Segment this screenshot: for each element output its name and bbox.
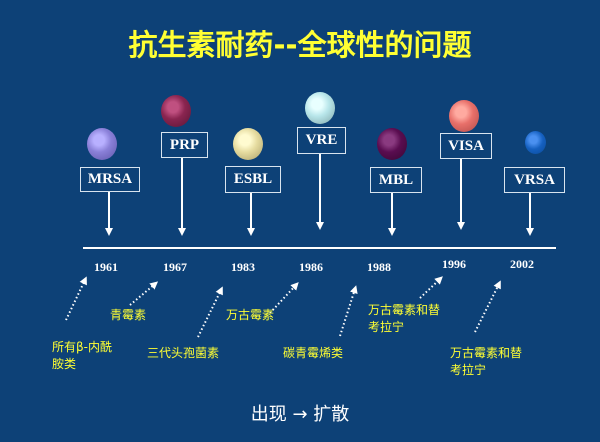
antibiotic-label: 碳青霉烯类	[283, 345, 343, 362]
year-1967: 1967	[163, 260, 187, 274]
antibiotic-label: 万古霉素	[226, 307, 274, 324]
year-1988: 1988	[367, 260, 391, 274]
antibiotic-line1: 青霉素	[110, 308, 147, 322]
ball-mbl-icon	[377, 128, 407, 160]
label-vre: VRE	[297, 127, 346, 154]
slide-title: 抗生素耐药--全球性的问题	[128, 28, 472, 62]
antibiotic-line2: 考拉宁	[368, 320, 405, 334]
ball-prp-icon	[161, 95, 191, 127]
antibiotic-line1: 三代头孢菌素	[147, 346, 220, 360]
dotted-arrow-2002	[474, 280, 501, 333]
dotted-arrow-1988	[339, 285, 358, 337]
antibiotic-line1: 碳青霉烯类	[283, 346, 344, 360]
label-prp: PRP	[161, 132, 208, 158]
label-mbl: MBL	[370, 167, 422, 193]
antibiotic-label: 三代头孢菌素	[147, 345, 219, 362]
antibiotic-line2: 胺类	[52, 357, 77, 371]
antibiotic-line1: 万古霉素	[226, 308, 275, 322]
dotted-arrow-1967	[129, 281, 159, 306]
antibiotic-label: 所有β-内酰 胺类	[52, 339, 112, 373]
antibiotic-label: 青霉素	[110, 307, 146, 324]
year-1986: 1986	[299, 260, 323, 274]
antibiotic-line1: 万古霉素和替	[368, 303, 441, 317]
label-esbl: ESBL	[225, 166, 281, 193]
antibiotic-label: 万古霉素和替 考拉宁	[368, 302, 440, 336]
antibiotic-label: 万古霉素和替 考拉宁	[450, 345, 522, 379]
antibiotic-line1: 所有β-内酰	[52, 340, 112, 354]
footer-caption: 出现 → 扩散	[250, 404, 350, 425]
label-mrsa: MRSA	[80, 167, 140, 192]
dotted-arrow-1996	[419, 276, 443, 299]
year-1996: 1996	[442, 257, 466, 271]
ball-visa-icon	[449, 100, 479, 132]
ball-vre-icon	[305, 92, 335, 124]
antibiotic-line2: 考拉宁	[450, 363, 487, 377]
label-visa: VISA	[440, 133, 492, 159]
year-1961: 1961	[94, 260, 118, 274]
year-1983: 1983	[231, 260, 255, 274]
ball-mrsa-icon	[87, 128, 117, 160]
ball-vrsa-icon	[525, 131, 546, 154]
dotted-arrow-1983	[197, 286, 223, 338]
label-vrsa: VRSA	[504, 167, 565, 193]
ball-esbl-icon	[233, 128, 263, 160]
antibiotic-line1: 万古霉素和替	[450, 346, 523, 360]
year-2002: 2002	[510, 257, 534, 271]
dotted-arrow-1961	[65, 276, 87, 321]
